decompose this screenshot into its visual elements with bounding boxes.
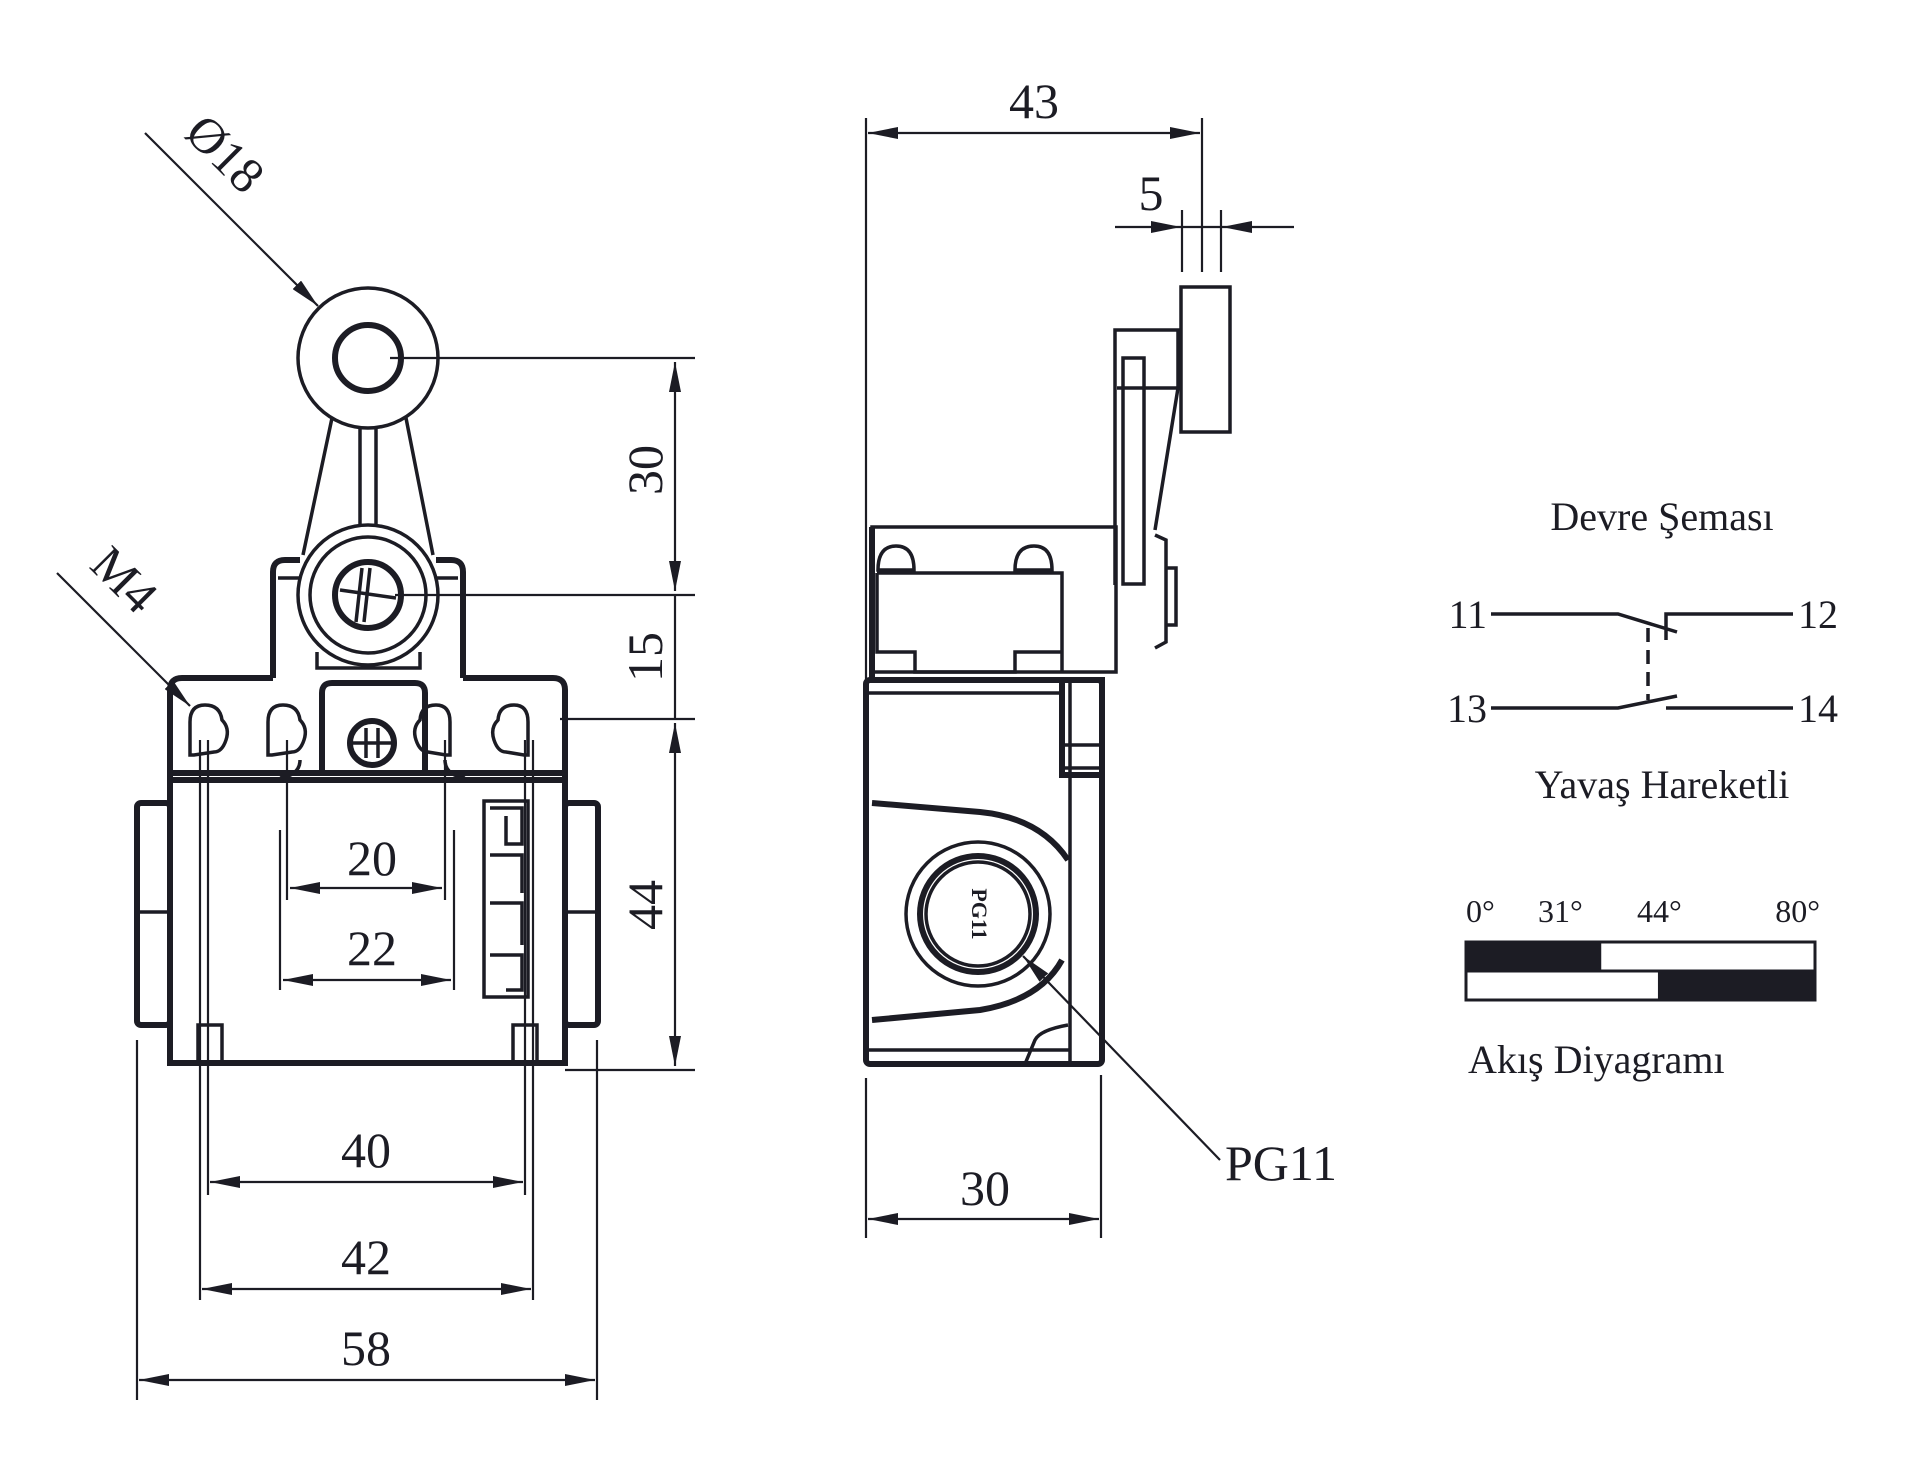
angle-label-44: 44° — [1637, 893, 1682, 929]
dim-30-side: 30 — [960, 1160, 1010, 1216]
circuit-diagram: Devre Şeması 11 12 13 14 Yavaş Hareketli — [1447, 494, 1838, 807]
mount-slots — [188, 703, 530, 757]
head-block — [270, 557, 466, 678]
front-view: emas — [134, 286, 601, 1400]
roller-side — [1179, 285, 1232, 434]
dim-44-vertical: 44 — [617, 880, 673, 930]
lever-arm-side — [1113, 328, 1180, 585]
dim-15-vertical: 15 — [617, 632, 673, 682]
dim-22: 22 — [347, 920, 397, 976]
dim-58: 58 — [341, 1320, 391, 1376]
flow-bar-no-closed — [1657, 971, 1815, 1000]
terminal-14: 14 — [1798, 686, 1838, 731]
terminal-11: 11 — [1448, 592, 1487, 637]
dim-30-vertical: 30 — [617, 445, 673, 495]
right-side-nub — [562, 800, 601, 1028]
angle-label-0: 0° — [1466, 893, 1495, 929]
circuit-subtitle: Yavaş Hareketli — [1535, 762, 1790, 807]
left-side-nub — [134, 800, 173, 1028]
dim-40: 40 — [341, 1122, 391, 1178]
mounting-plate — [167, 675, 568, 775]
flow-title: Akış Diyagramı — [1468, 1037, 1725, 1082]
circuit-title: Devre Şeması — [1550, 494, 1773, 539]
angle-label-80: 80° — [1775, 893, 1820, 929]
side-dimensions: 43 5 30 PG11 — [864, 73, 1337, 1238]
cable-gland: PG11 — [904, 840, 1052, 988]
nc-contact — [1491, 612, 1793, 640]
flow-bar-nc-closed — [1466, 942, 1602, 971]
no-contact — [1491, 694, 1793, 710]
body-side — [863, 677, 1105, 1067]
angle-label-31: 31° — [1538, 893, 1583, 929]
terminal-13: 13 — [1447, 686, 1487, 731]
emas-logo: emas — [482, 799, 530, 999]
dim-43: 43 — [1009, 73, 1059, 129]
dim-5: 5 — [1139, 165, 1164, 221]
dim-20: 20 — [347, 830, 397, 886]
side-view: PG11 — [863, 285, 1232, 1067]
terminal-12: 12 — [1798, 592, 1838, 637]
flow-diagram: 0° 31° 44° 80° Akış Diyagramı — [1464, 893, 1820, 1082]
lever-arm — [301, 417, 435, 556]
gland-marking: PG11 — [967, 888, 992, 939]
dim-42: 42 — [341, 1229, 391, 1285]
gland-label: PG11 — [1225, 1135, 1337, 1191]
dim-roller-diameter: Ø18 — [175, 103, 275, 203]
plate-screw — [347, 718, 397, 768]
